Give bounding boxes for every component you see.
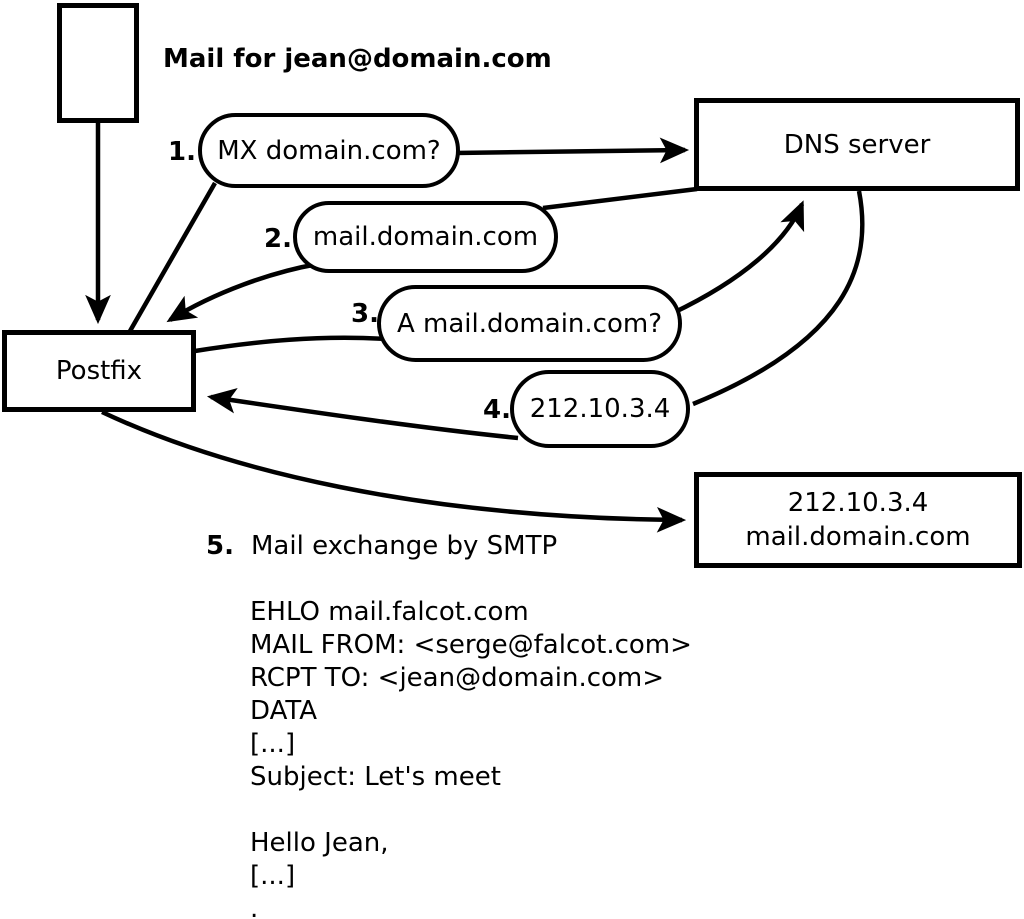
line-dns-to-reply2 <box>542 186 698 211</box>
arrow-reply4-to-postfix <box>206 387 519 441</box>
envelope-node <box>57 3 139 123</box>
step-number-2: 2. <box>264 224 292 254</box>
line-dns-to-reply4 <box>692 190 865 407</box>
mail-server-hostname: mail.domain.com <box>745 522 971 552</box>
line-postfix-to-query3 <box>194 335 387 354</box>
mail-server-ip: 212.10.3.4 <box>787 488 929 518</box>
arrow-postfix-to-mailserver-smtp <box>101 409 687 533</box>
smtp-session-text: EHLO mail.falcot.com MAIL FROM: <serge@f… <box>250 597 692 919</box>
reply-pill-mx-answer: mail.domain.com <box>293 201 558 273</box>
step-number-5: 5. <box>206 531 234 561</box>
line-postfix-to-query1 <box>128 181 217 333</box>
arrow-query1-to-dns <box>454 137 690 164</box>
diagram-title: Mail for jean@domain.com <box>163 44 552 74</box>
step-number-4: 4. <box>483 395 511 425</box>
arrow-query3-to-dns <box>672 200 805 316</box>
query-pill-a-record: A mail.domain.com? <box>377 285 682 362</box>
postfix-node: Postfix <box>2 330 196 412</box>
mail-server-node: 212.10.3.4 mail.domain.com <box>694 472 1022 568</box>
step5-label: Mail exchange by SMTP <box>251 531 558 561</box>
step-number-3: 3. <box>351 299 379 329</box>
step-number-1: 1. <box>168 137 196 167</box>
dns-server-label: DNS server <box>783 129 931 160</box>
reply-pill-ip-answer: 212.10.3.4 <box>510 370 690 448</box>
arrow-reply2-to-postfix <box>166 261 319 323</box>
dns-server-node: DNS server <box>694 98 1020 191</box>
query-pill-mx: MX domain.com? <box>198 113 460 188</box>
postfix-label: Postfix <box>55 356 143 386</box>
